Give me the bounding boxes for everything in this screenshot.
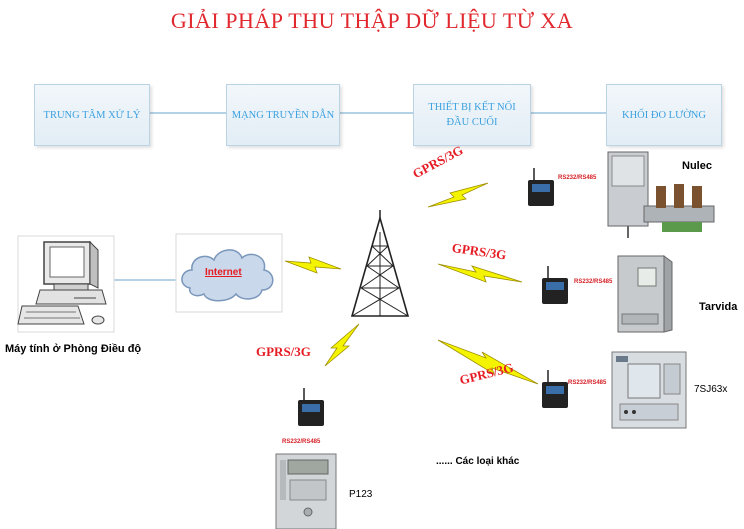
header-box-terminal-devices: THIẾT BỊ KẾT NỐI ĐẦU CUỐI <box>413 84 531 146</box>
relay-7sj63x-icon <box>611 351 687 429</box>
device-label-tarvida: Tarvida <box>699 301 738 313</box>
header-box-processing-center: TRUNG TÂM XỬ LÝ <box>34 84 150 146</box>
internet-label: Internet <box>205 267 242 278</box>
tarvida-cabinet-icon <box>617 255 673 333</box>
gprs-label: GPRS/3G <box>256 344 311 359</box>
lightning-bolt-icon <box>437 263 523 283</box>
internet-cloud-icon <box>175 233 283 313</box>
gprs-modem-icon <box>528 168 554 206</box>
nulec-recloser-icon <box>607 151 715 238</box>
port-label: RS232/RS485 <box>568 380 607 386</box>
lightning-bolt-icon <box>324 323 360 367</box>
gprs-modem-icon <box>298 388 324 426</box>
port-label: RS232/RS485 <box>558 175 597 181</box>
computer-label: Máy tính ở Phòng Điều độ <box>5 343 142 355</box>
tower-icon <box>350 210 410 317</box>
lightning-bolt-icon <box>427 182 489 208</box>
page-title: GIẢI PHÁP THU THẬP DỮ LIỆU TỪ XA <box>170 8 574 33</box>
computer-icon <box>17 235 115 333</box>
device-label-7sj63x: 7SJ63x <box>694 384 728 395</box>
device-label-nulec: Nulec <box>682 160 712 172</box>
relay-p123-icon <box>275 453 337 529</box>
port-label: RS232/RS485 <box>282 439 321 445</box>
header-box-transmission-network: MẠNG TRUYỀN DẪN <box>226 84 340 146</box>
lightning-bolt-icon <box>284 256 342 274</box>
device-label-p123: P123 <box>349 489 373 500</box>
lightning-bolt-icon <box>437 339 539 385</box>
port-label: RS232/RS485 <box>574 279 613 285</box>
gprs-modem-icon <box>542 266 568 304</box>
gprs-modem-icon <box>542 370 568 408</box>
header-box-measurement-unit: KHỐI ĐO LƯỜNG <box>606 84 722 146</box>
device-label-others: ...... Các loại khác <box>436 456 520 467</box>
